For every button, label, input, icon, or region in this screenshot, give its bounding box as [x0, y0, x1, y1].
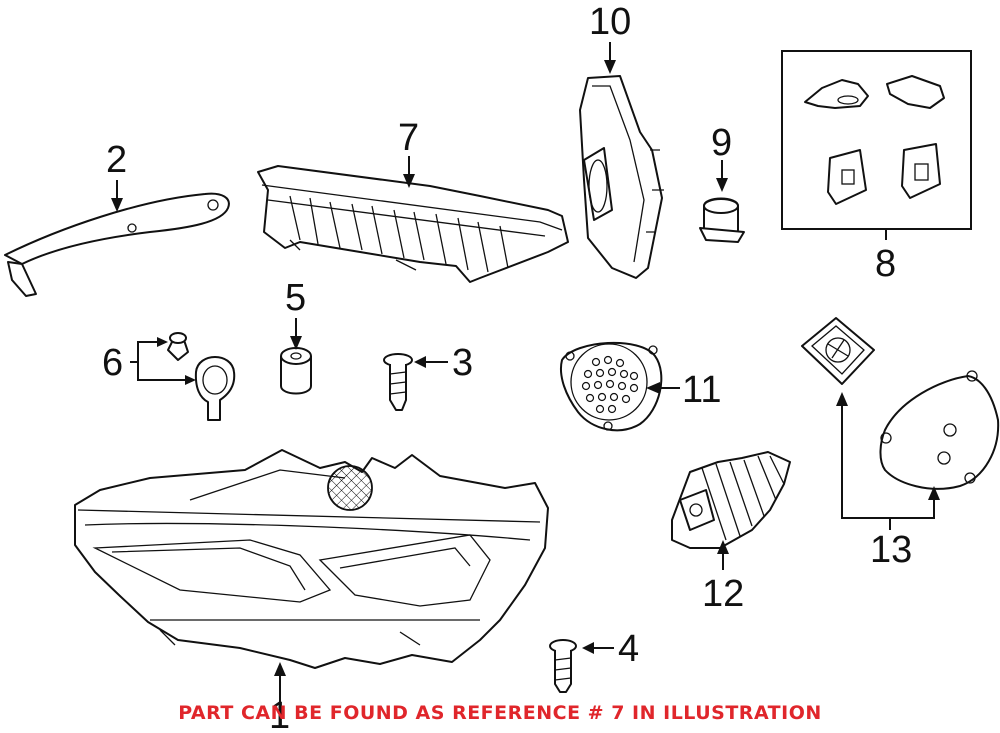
callout-11: 11 — [646, 369, 721, 411]
cap-9 — [699, 197, 745, 243]
callout-4: 4 — [582, 628, 639, 670]
reference-note: PART CAN BE FOUND AS REFERENCE # 7 IN IL… — [178, 702, 822, 724]
control-module — [579, 75, 664, 279]
svg-text:11: 11 — [682, 369, 721, 411]
callout-10: 10 — [589, 1, 631, 74]
svg-text:5: 5 — [285, 277, 306, 319]
clip-kit — [781, 50, 972, 230]
screw-3 — [383, 353, 413, 411]
svg-text:1: 1 — [269, 695, 290, 733]
fan-13 — [801, 317, 875, 385]
spacer — [280, 347, 312, 395]
headlight-assembly — [74, 449, 549, 669]
svg-text:3: 3 — [452, 342, 473, 384]
svg-text:6: 6 — [102, 342, 123, 384]
svg-text:8: 8 — [875, 243, 896, 285]
cap-6 — [167, 332, 189, 361]
callout-6: 6 — [102, 337, 196, 385]
svg-text:2: 2 — [106, 139, 127, 181]
callout-13: 13 — [836, 392, 940, 571]
svg-text:9: 9 — [711, 122, 732, 164]
callout-5: 5 — [285, 277, 306, 350]
svg-text:12: 12 — [702, 573, 744, 615]
led-module — [671, 451, 791, 549]
round-cover-11 — [560, 341, 663, 432]
round-cover-13 — [879, 370, 1000, 490]
callout-7: 7 — [398, 117, 419, 188]
callout-3: 3 — [414, 342, 473, 384]
svg-text:4: 4 — [618, 628, 639, 670]
mounting-bracket — [257, 165, 569, 283]
grommet-6 — [194, 356, 236, 421]
svg-text:10: 10 — [589, 1, 631, 43]
callout-8: 8 — [875, 229, 896, 285]
callout-9: 9 — [711, 122, 732, 192]
callout-2: 2 — [106, 139, 127, 212]
callout-12: 12 — [702, 540, 744, 615]
screw-4 — [549, 639, 577, 693]
trim-strip — [4, 192, 230, 297]
svg-text:13: 13 — [870, 529, 912, 571]
callout-1: 1 — [269, 662, 290, 733]
svg-text:7: 7 — [398, 117, 419, 159]
